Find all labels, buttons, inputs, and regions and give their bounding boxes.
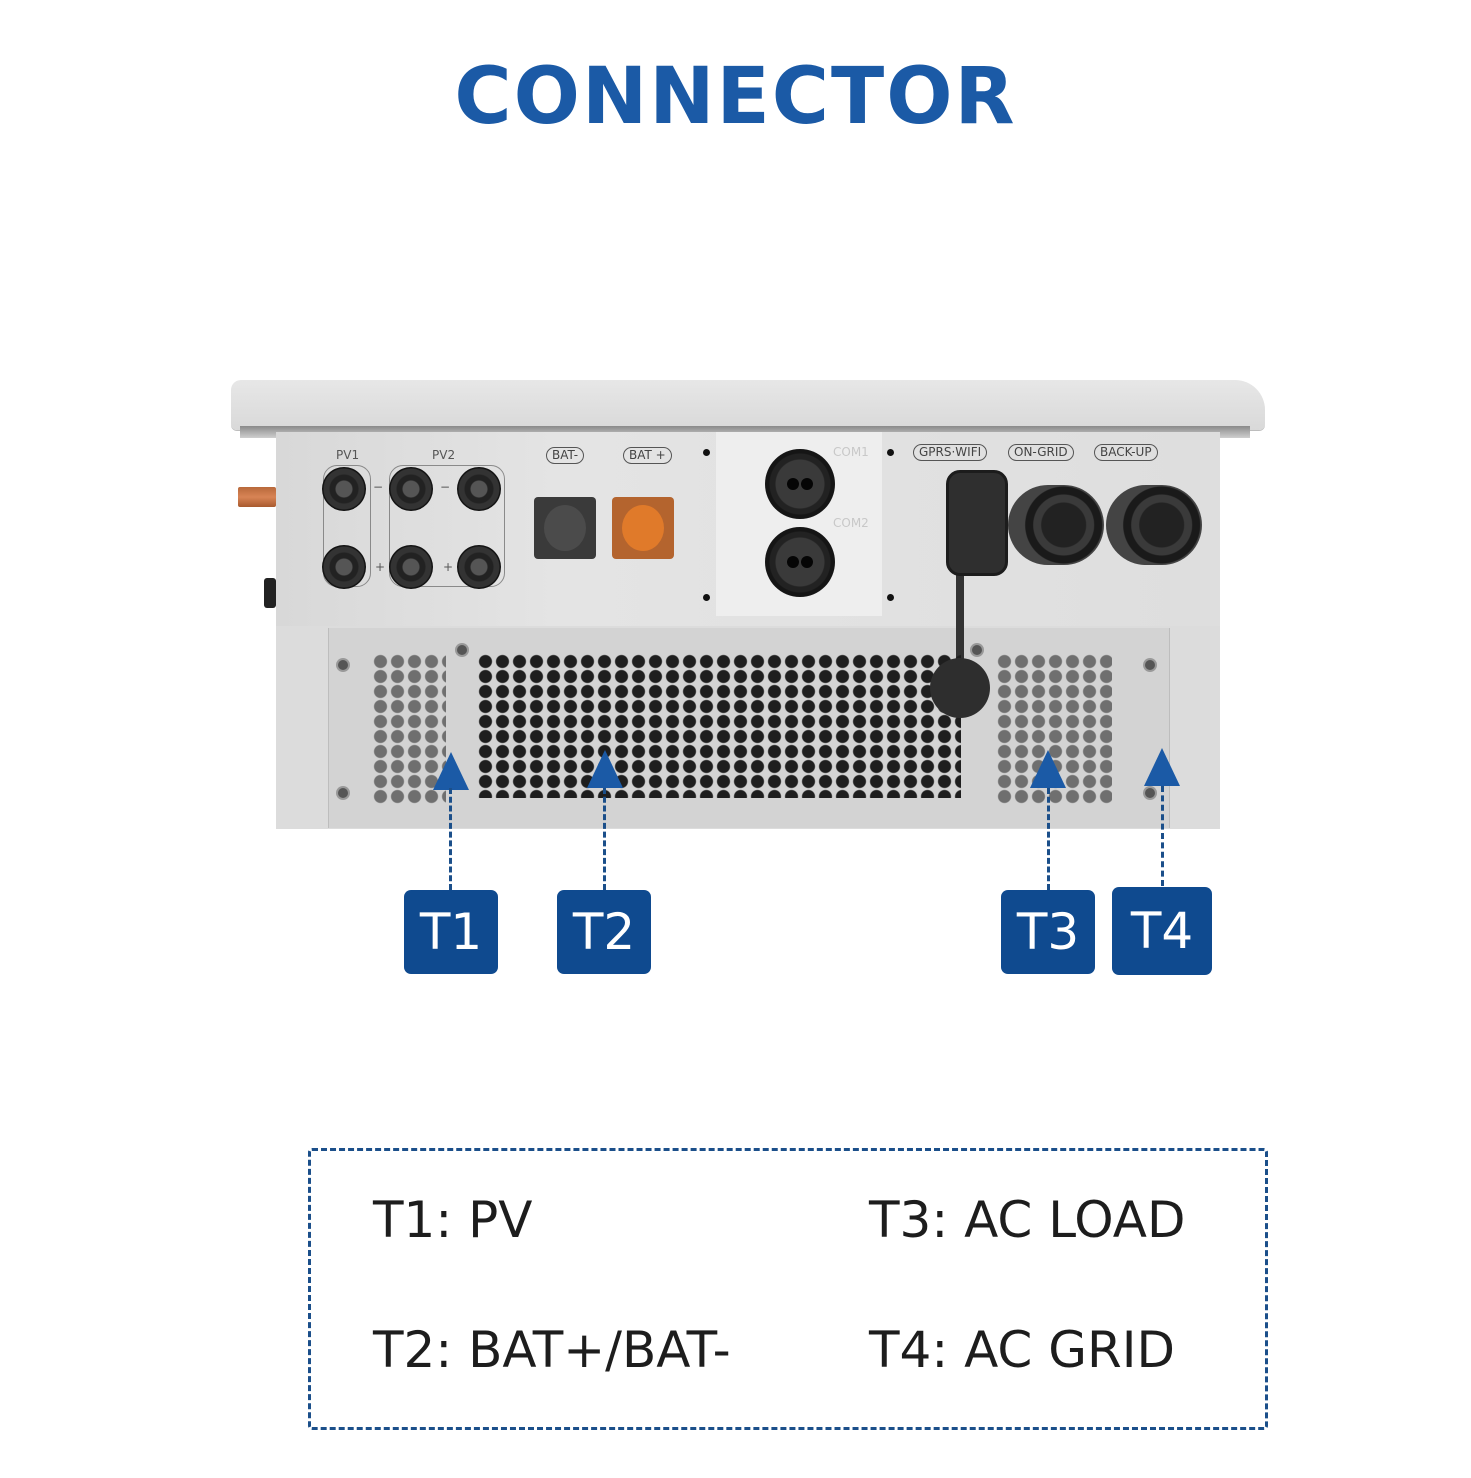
- screw: [457, 645, 467, 655]
- wifi-cable: [956, 570, 964, 670]
- pv2-group: [389, 465, 505, 587]
- page-title: CONNECTOR: [454, 52, 1017, 142]
- screw: [338, 788, 348, 798]
- plus-sign: +: [443, 560, 454, 574]
- pv1-plus-connector: [322, 545, 366, 589]
- callout-badge-t4: T4: [1112, 887, 1212, 975]
- callout-leader-t3: [1047, 788, 1050, 890]
- on-grid-connector: [1008, 485, 1104, 565]
- screw: [1145, 660, 1155, 670]
- pv2b-minus-connector: [457, 467, 501, 511]
- screw: [1145, 788, 1155, 798]
- on-grid-label: ON-GRID: [1008, 444, 1074, 461]
- bat-neg-connector: [534, 497, 596, 559]
- wifi-dongle: [946, 470, 1008, 576]
- com2-label: COM2: [833, 516, 869, 530]
- pv2a-plus-connector: [389, 545, 433, 589]
- pin-hole: [787, 556, 799, 568]
- inverter-lid: [231, 380, 1265, 430]
- screw: [703, 449, 710, 456]
- pv2-label: PV2: [432, 448, 456, 462]
- callout-arrow-t4: [1144, 748, 1180, 786]
- side-connector: [238, 487, 276, 507]
- callout-leader-t2: [603, 788, 606, 890]
- back-up-label: BACK-UP: [1094, 444, 1158, 461]
- plus-sign: +: [375, 560, 386, 574]
- wifi-cap: [930, 658, 990, 718]
- pv1-minus-connector: [322, 467, 366, 511]
- pv2a-minus-connector: [389, 467, 433, 511]
- pin-hole: [801, 556, 813, 568]
- com1-port: [765, 449, 835, 519]
- com2-port: [765, 527, 835, 597]
- gprs-wifi-label: GPRS·WIFI: [913, 444, 988, 461]
- screw: [338, 660, 348, 670]
- bat-pos-connector: [612, 497, 674, 559]
- callout-badge-t1: T1: [404, 890, 498, 974]
- callout-badge-t2: T2: [557, 890, 651, 974]
- minus-sign: −: [440, 480, 451, 494]
- legend-item-t3: T3: AC LOAD: [869, 1191, 1186, 1249]
- legend-item-t4: T4: AC GRID: [869, 1321, 1175, 1379]
- com1-label: COM1: [833, 445, 869, 459]
- callout-leader-t1: [449, 788, 452, 890]
- side-knob: [264, 578, 276, 608]
- legend-item-t2: T2: BAT+/BAT-: [373, 1321, 731, 1379]
- legend-box: T1: PV T2: BAT+/BAT- T3: AC LOAD T4: AC …: [308, 1148, 1268, 1430]
- pin-hole: [801, 478, 813, 490]
- back-up-connector: [1106, 485, 1202, 565]
- callout-arrow-t3: [1030, 750, 1066, 788]
- callout-badge-t3: T3: [1001, 890, 1095, 974]
- legend-item-t1: T1: PV: [373, 1191, 533, 1249]
- callout-arrow-t2: [587, 750, 623, 788]
- screw: [887, 594, 894, 601]
- pin-hole: [787, 478, 799, 490]
- callout-leader-t4: [1161, 786, 1164, 886]
- pv1-label: PV1: [336, 448, 360, 462]
- screw: [887, 449, 894, 456]
- screw: [703, 594, 710, 601]
- bat-neg-label: BAT-: [546, 447, 585, 464]
- bat-pos-label: BAT +: [623, 447, 672, 464]
- screw: [972, 645, 982, 655]
- minus-sign: −: [373, 480, 384, 494]
- vent-grille-center: [477, 654, 961, 798]
- pv2b-plus-connector: [457, 545, 501, 589]
- callout-arrow-t1: [433, 752, 469, 790]
